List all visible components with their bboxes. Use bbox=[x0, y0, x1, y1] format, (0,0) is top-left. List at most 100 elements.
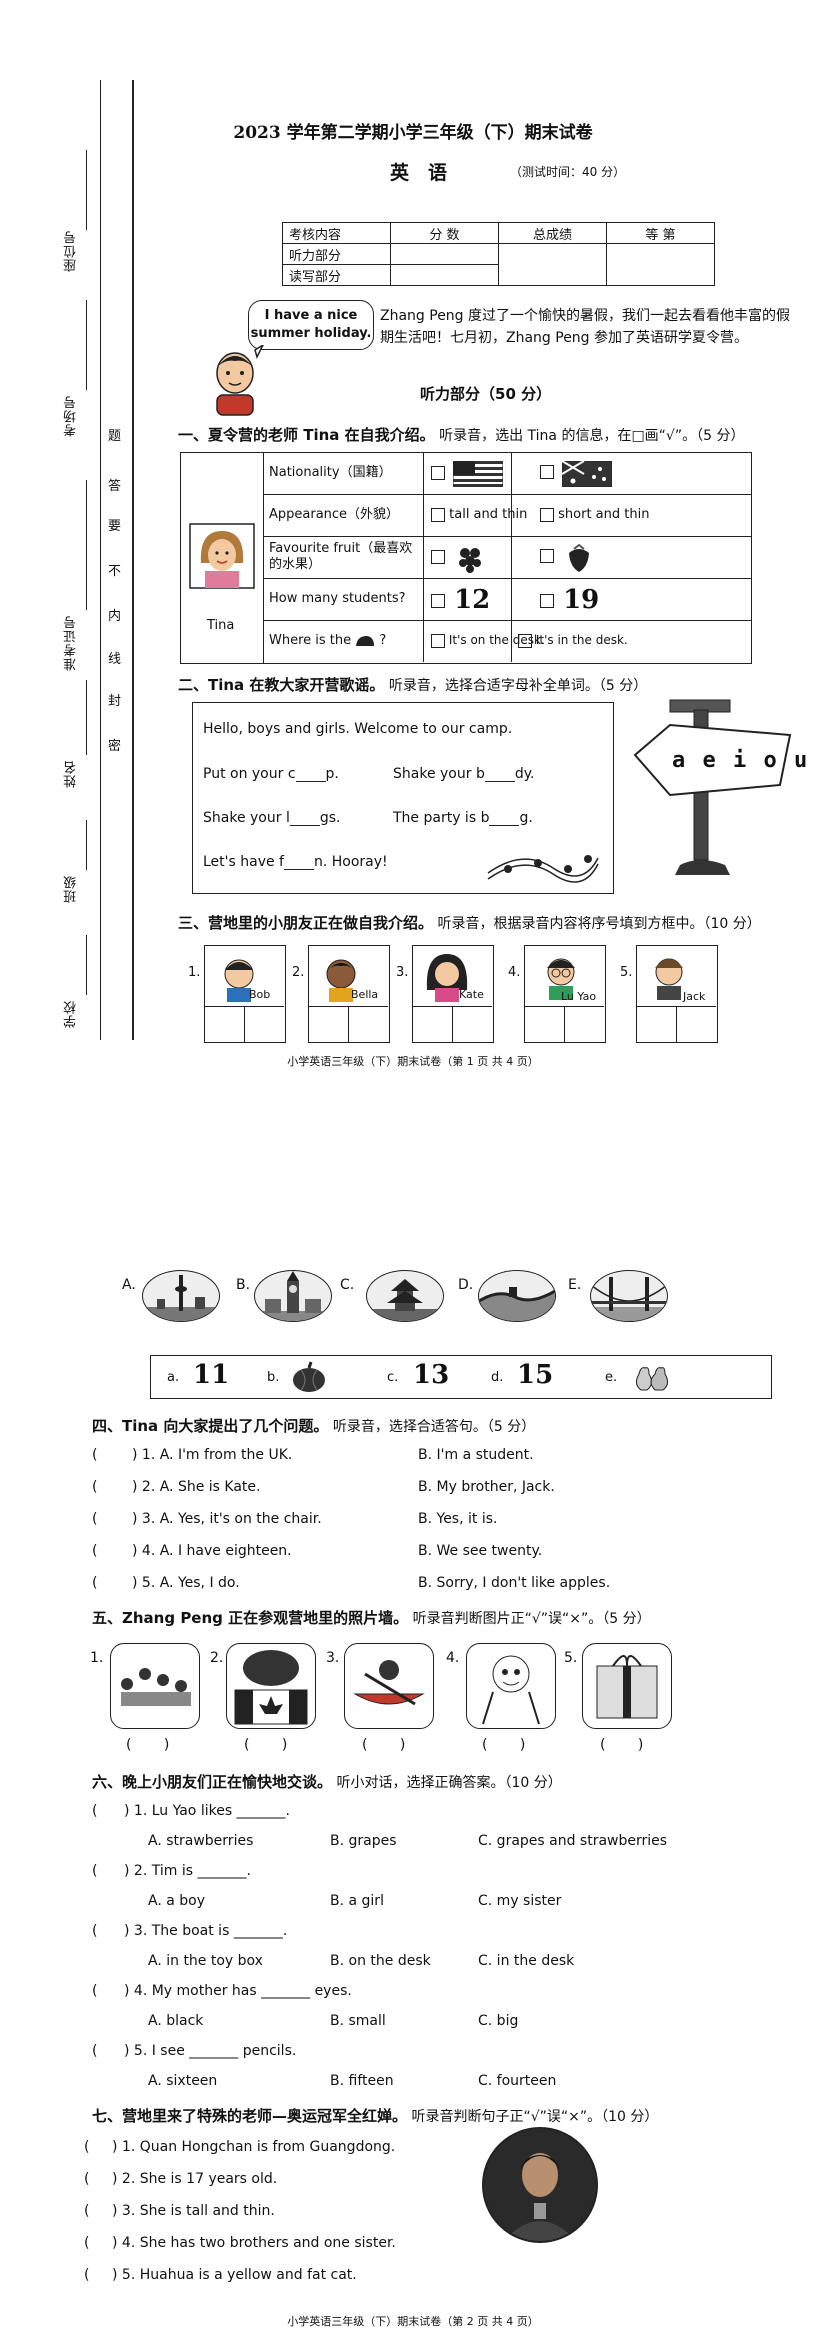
seal-char: 封 bbox=[108, 694, 122, 709]
answer-parens-row[interactable]: ( ) bbox=[482, 1737, 526, 1753]
cell-divider bbox=[423, 495, 424, 536]
total-score-cell[interactable] bbox=[498, 243, 607, 286]
question-favourite-fruit: Favourite fruit（最喜欢的水果） bbox=[269, 541, 413, 572]
margin-label-class: 班级 bbox=[64, 875, 79, 903]
blank-input[interactable] bbox=[489, 809, 520, 826]
score-cell[interactable] bbox=[390, 264, 499, 286]
option-checkbox[interactable] bbox=[518, 633, 532, 648]
option-letter: c. bbox=[387, 1370, 399, 1385]
answer-paren[interactable]: ( bbox=[84, 2139, 90, 2155]
answer-box[interactable] bbox=[413, 1006, 452, 1043]
answer-box[interactable] bbox=[348, 1006, 388, 1043]
answer-paren[interactable]: ( bbox=[92, 1447, 98, 1463]
big-ben-icon bbox=[254, 1270, 332, 1322]
answer-box[interactable] bbox=[637, 1006, 676, 1043]
answer-box[interactable] bbox=[564, 1006, 604, 1043]
blank-input[interactable] bbox=[295, 765, 326, 782]
answer-paren[interactable]: ( bbox=[92, 1479, 98, 1495]
binding-line-inner bbox=[132, 80, 134, 1040]
option-checkbox[interactable] bbox=[431, 465, 445, 480]
exam-page-1: 座位号 考场号 准考证号 姓名 班级 学校 题 答 要 不 内 线 封 密 20… bbox=[0, 0, 826, 1080]
cell bbox=[511, 453, 632, 494]
answer-parens-row[interactable]: ( ) bbox=[600, 1737, 644, 1753]
option-checkbox[interactable] bbox=[540, 507, 554, 522]
cn-tower-icon bbox=[142, 1270, 220, 1322]
margin-underline bbox=[86, 680, 87, 755]
chant-box: Hello, boys and girls. Welcome to our ca… bbox=[192, 702, 614, 894]
score-cell[interactable] bbox=[390, 243, 499, 265]
margin-label-name: 姓名 bbox=[64, 760, 79, 788]
answer-paren[interactable]: ( bbox=[92, 1543, 98, 1559]
part4-heading: 四、Tina 向大家提出了几个问题。 听录音，选择合适答句。（5 分） bbox=[92, 1415, 535, 1436]
answer-paren[interactable]: ( bbox=[84, 2171, 90, 2187]
grapes-icon bbox=[459, 548, 481, 573]
blank-input[interactable] bbox=[283, 853, 314, 870]
answer-box[interactable] bbox=[452, 1006, 492, 1043]
answer-box[interactable] bbox=[525, 1006, 564, 1043]
answer-option-a: A. sixteen bbox=[148, 2073, 218, 2089]
person-name: Lu Yao bbox=[561, 990, 597, 1003]
seal-char: 不 bbox=[108, 564, 122, 579]
option-checkbox[interactable] bbox=[431, 507, 445, 522]
answer-option-b: B. fifteen bbox=[330, 2073, 394, 2089]
pic-label: B. bbox=[236, 1277, 251, 1293]
answer-parens-row[interactable]: ( ) bbox=[126, 1737, 170, 1753]
blank-input[interactable] bbox=[484, 765, 515, 782]
option-checkbox[interactable] bbox=[431, 549, 445, 564]
quan-hongchan-photo bbox=[482, 2127, 598, 2243]
score-table: 考核内容 分 数 总成绩 等 第 听力部分 读写部分 bbox=[282, 222, 715, 286]
boy-bob-icon bbox=[224, 959, 254, 1002]
answer-option-b: B. a girl bbox=[330, 1893, 384, 1909]
chant-text: Let's have f bbox=[203, 854, 284, 870]
option-in-desk: It's in the desk. bbox=[535, 633, 628, 647]
photo-clown-doll bbox=[466, 1643, 556, 1729]
person-name: Jack bbox=[683, 990, 706, 1003]
answer-paren[interactable]: ( bbox=[84, 2235, 90, 2251]
answer-paren[interactable]: ( bbox=[92, 1575, 98, 1591]
intro-text: Zhang Peng 度过了一个愉快的暑假，我们一起去看看他丰富的假期生活吧！七… bbox=[380, 308, 791, 346]
answer-paren[interactable]: ( bbox=[84, 2203, 90, 2219]
margin-label-seat: 座位号 bbox=[64, 230, 79, 272]
option-letter: b. bbox=[267, 1370, 280, 1385]
answer-paren[interactable]: ( bbox=[92, 1983, 98, 1999]
cap-icon bbox=[356, 635, 375, 646]
answer-option-b: B. small bbox=[330, 2013, 386, 2029]
answer-paren[interactable]: ( bbox=[92, 1803, 98, 1819]
person-card-kate: Kate bbox=[412, 945, 494, 1043]
page-footer: 小学英语三年级（下）期末试卷（第 2 页 共 4 页） bbox=[287, 2315, 539, 2328]
answer-parens-row[interactable]: ( ) bbox=[244, 1737, 288, 1753]
cell-divider bbox=[423, 621, 424, 662]
answer-box[interactable] bbox=[309, 1006, 348, 1043]
answer-box[interactable] bbox=[244, 1006, 284, 1043]
part2-title: 二、Tina 在教大家开营歌谣。 bbox=[178, 676, 385, 694]
person-number: 2. bbox=[292, 965, 305, 980]
answer-paren[interactable]: ( bbox=[92, 2043, 98, 2059]
answer-parens-row[interactable]: ( ) bbox=[362, 1737, 406, 1753]
question-where: Where is the ? bbox=[269, 633, 419, 649]
chant-text: Shake your l bbox=[203, 810, 290, 826]
blank-input[interactable] bbox=[289, 809, 320, 826]
answer-paren[interactable]: ( bbox=[92, 1863, 98, 1879]
score-row-label: 听力部分 bbox=[282, 243, 391, 265]
option-checkbox[interactable] bbox=[431, 633, 445, 648]
cell bbox=[511, 537, 632, 578]
answer-option-b: B. I'm a student. bbox=[418, 1447, 534, 1463]
option-checkbox[interactable] bbox=[540, 465, 554, 479]
answer-option-a: A. a boy bbox=[148, 1893, 205, 1909]
cell: 19 bbox=[511, 579, 632, 620]
answer-paren[interactable]: ( bbox=[84, 2267, 90, 2283]
answer-option-b: B. We see twenty. bbox=[418, 1543, 543, 1559]
option-checkbox[interactable] bbox=[431, 593, 445, 608]
answer-paren[interactable]: ( bbox=[92, 1511, 98, 1527]
option-checkbox[interactable] bbox=[540, 593, 554, 608]
option-checkbox[interactable] bbox=[540, 549, 554, 563]
answer-box[interactable] bbox=[676, 1006, 716, 1043]
answer-paren[interactable]: ( bbox=[92, 1923, 98, 1939]
answer-box[interactable] bbox=[205, 1006, 244, 1043]
answer-option-c: C. fourteen bbox=[478, 2073, 557, 2089]
grade-cell[interactable] bbox=[606, 243, 715, 286]
table-divider bbox=[263, 453, 264, 663]
option-letter: d. bbox=[491, 1370, 504, 1385]
statement-item: ) 4. She has two brothers and one sister… bbox=[112, 2235, 396, 2251]
